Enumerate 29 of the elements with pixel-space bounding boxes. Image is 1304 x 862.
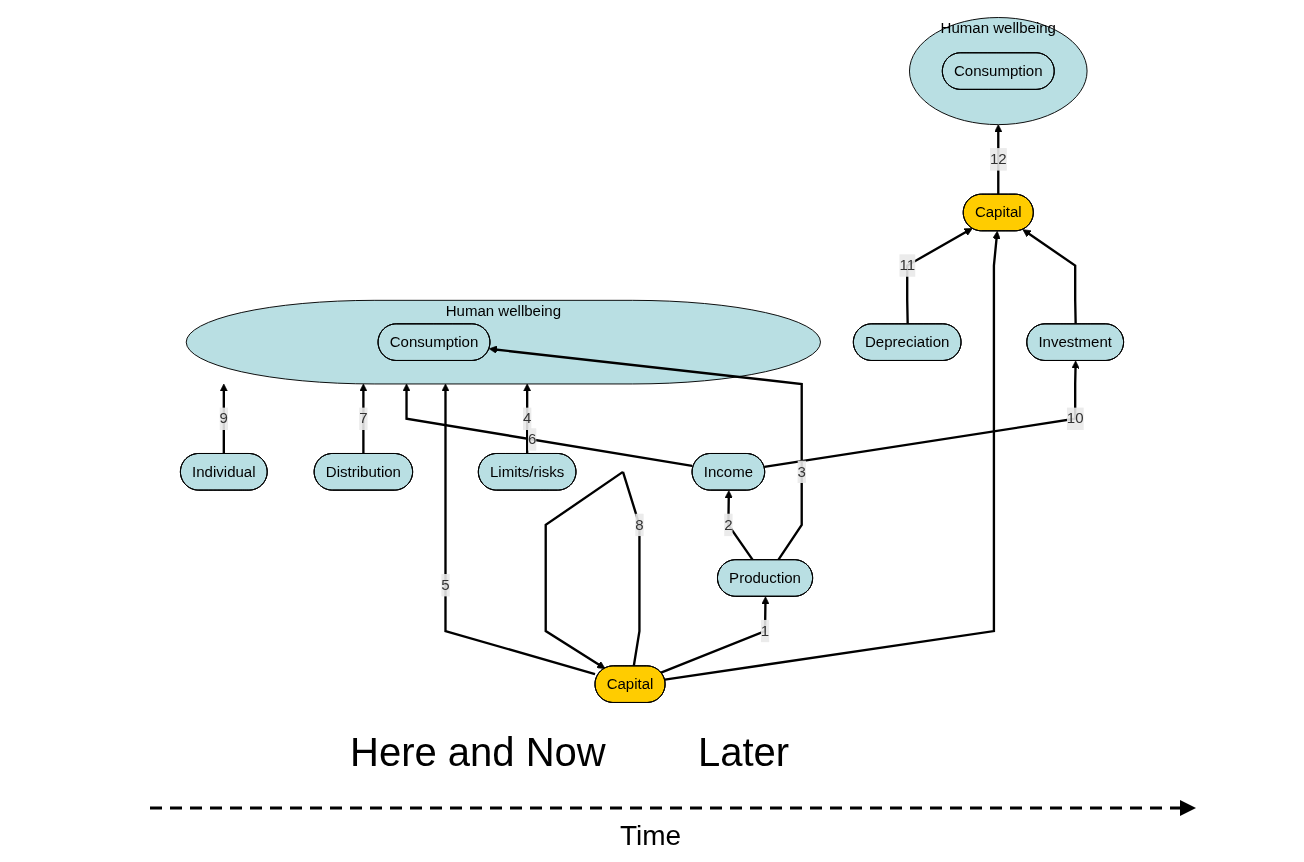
edge-label: 3 xyxy=(797,463,806,480)
edge-label: 12 xyxy=(989,150,1007,167)
arrow xyxy=(1022,229,1077,325)
edge-label: 4 xyxy=(522,410,532,427)
edge-label: 6 xyxy=(527,430,537,447)
axis-title: Time xyxy=(620,820,682,852)
arrow xyxy=(544,470,641,669)
arrow xyxy=(441,383,596,676)
period-label: Here and Now xyxy=(350,730,606,775)
arrow xyxy=(906,228,973,325)
edge-label: 5 xyxy=(441,576,450,593)
arrow xyxy=(994,124,1003,195)
arrow xyxy=(488,345,803,561)
edge-label: 10 xyxy=(1066,410,1084,427)
edge-label: 2 xyxy=(724,516,733,533)
arrow xyxy=(523,383,532,454)
period-label: Later xyxy=(698,730,790,775)
edge-label: 9 xyxy=(219,410,228,427)
edge-label: 11 xyxy=(899,257,916,274)
arrow xyxy=(660,596,770,674)
arrow xyxy=(219,383,228,454)
edge-label: 8 xyxy=(635,516,644,533)
edge-label: 7 xyxy=(359,410,368,427)
arrow xyxy=(402,383,693,467)
arrow xyxy=(359,383,368,454)
edge-label: 1 xyxy=(760,622,770,639)
arrow xyxy=(664,230,1001,681)
arrow xyxy=(724,490,754,561)
arrow xyxy=(764,360,1080,469)
